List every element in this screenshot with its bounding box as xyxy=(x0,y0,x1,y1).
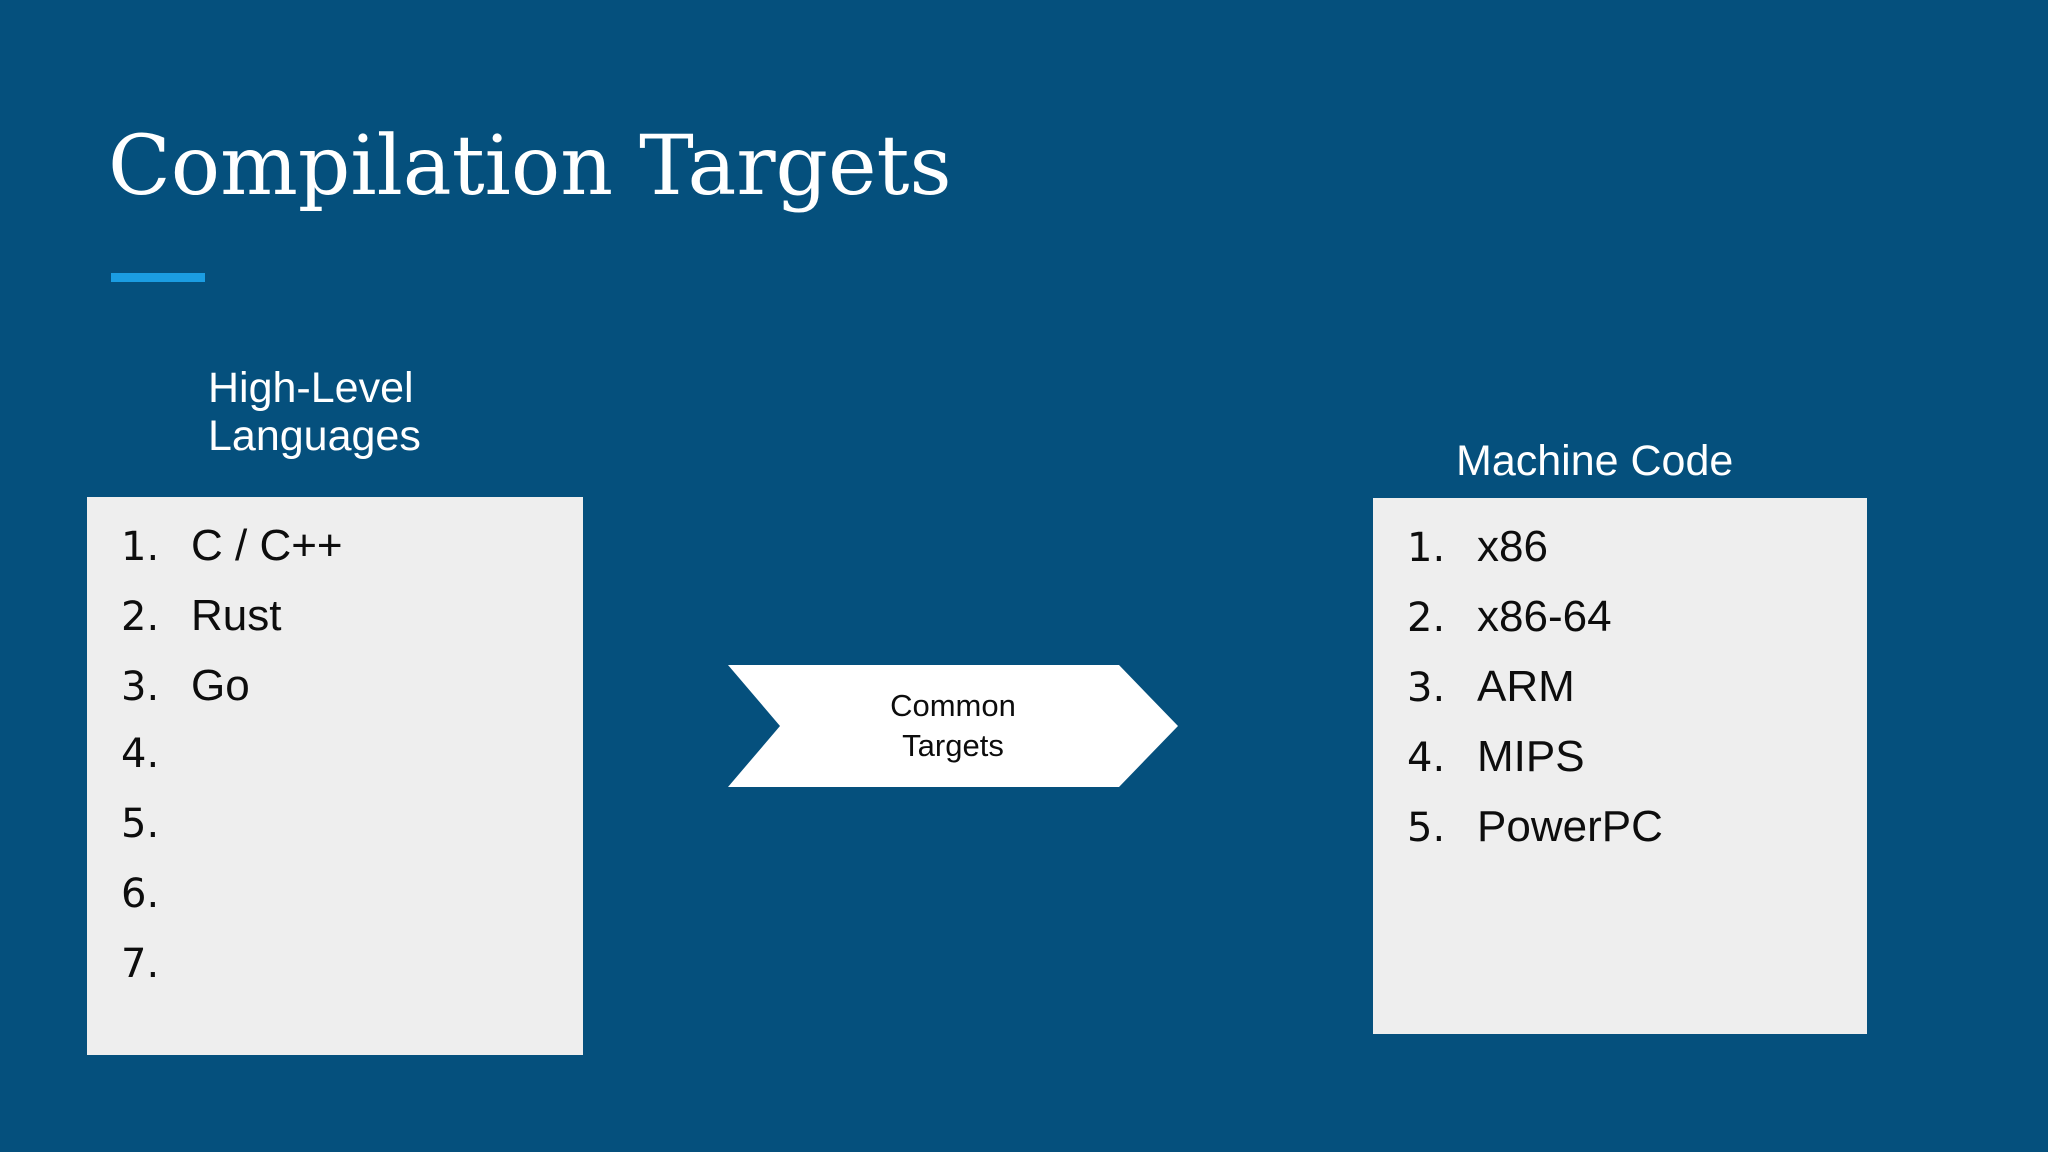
right_column-item-number: 3. xyxy=(1407,665,1446,711)
left_column-item-number: 7. xyxy=(121,941,160,987)
list-item: 4. xyxy=(87,731,583,801)
machine-code-panel: 1. x86 2. x86-64 3. ARM 4. MIPS 5. PowerPC xyxy=(1373,498,1867,1034)
left-column-header-line-2: Languages xyxy=(208,412,421,461)
left_column-item-label: C / C++ xyxy=(191,521,343,570)
list-item: 5. PowerPC xyxy=(1373,802,1867,872)
right-column-header: Machine Code xyxy=(1456,437,1734,485)
left_column-item-number: 6. xyxy=(121,871,160,917)
right_column-item-number: 1. xyxy=(1407,525,1446,571)
list-item: 2. x86-64 xyxy=(1373,592,1867,662)
list-item: 5. xyxy=(87,801,583,871)
left-column-header-line-1: High-Level xyxy=(208,364,414,412)
list-item: 3. ARM xyxy=(1373,662,1867,732)
list-item: 2. Rust xyxy=(87,591,583,661)
right_column-item-number: 4. xyxy=(1407,735,1446,781)
common-targets-connector: Common Targets xyxy=(728,665,1178,787)
right_column-item-label: ARM xyxy=(1477,662,1575,711)
right_column-item-number: 5. xyxy=(1407,805,1446,851)
page-title: Compilation Targets xyxy=(108,119,952,214)
left_column-item-number: 2. xyxy=(121,594,160,640)
list-item: 4. MIPS xyxy=(1373,732,1867,802)
list-item: 7. xyxy=(87,941,583,1011)
machine-code-list: 1. x86 2. x86-64 3. ARM 4. MIPS 5. PowerPC xyxy=(1373,522,1867,872)
right_column-item-label: MIPS xyxy=(1477,732,1585,781)
list-item: 3. Go xyxy=(87,661,583,731)
high-level-languages-list: 1. C / C++ 2. Rust 3. Go 4. 5. 6. 7. xyxy=(87,521,583,1011)
right_column-item-label: PowerPC xyxy=(1477,802,1663,851)
list-item: 6. xyxy=(87,871,583,941)
left_column-item-number: 4. xyxy=(121,731,160,777)
left-column-header: High-Level Languages xyxy=(208,364,538,460)
left_column-item-number: 3. xyxy=(121,664,160,710)
title-accent-rule xyxy=(111,273,205,282)
right_column-item-label: x86 xyxy=(1477,522,1548,571)
left_column-item-number: 1. xyxy=(121,524,160,570)
right_column-item-label: x86-64 xyxy=(1477,592,1612,641)
left_column-item-number: 5. xyxy=(121,801,160,847)
left_column-item-label: Rust xyxy=(191,591,282,640)
list-item: 1. C / C++ xyxy=(87,521,583,591)
left_column-item-label: Go xyxy=(191,661,250,710)
list-item: 1. x86 xyxy=(1373,522,1867,592)
chevron-arrow-icon xyxy=(728,665,1178,787)
high-level-languages-panel: 1. C / C++ 2. Rust 3. Go 4. 5. 6. 7. xyxy=(87,497,583,1055)
right_column-item-number: 2. xyxy=(1407,595,1446,641)
